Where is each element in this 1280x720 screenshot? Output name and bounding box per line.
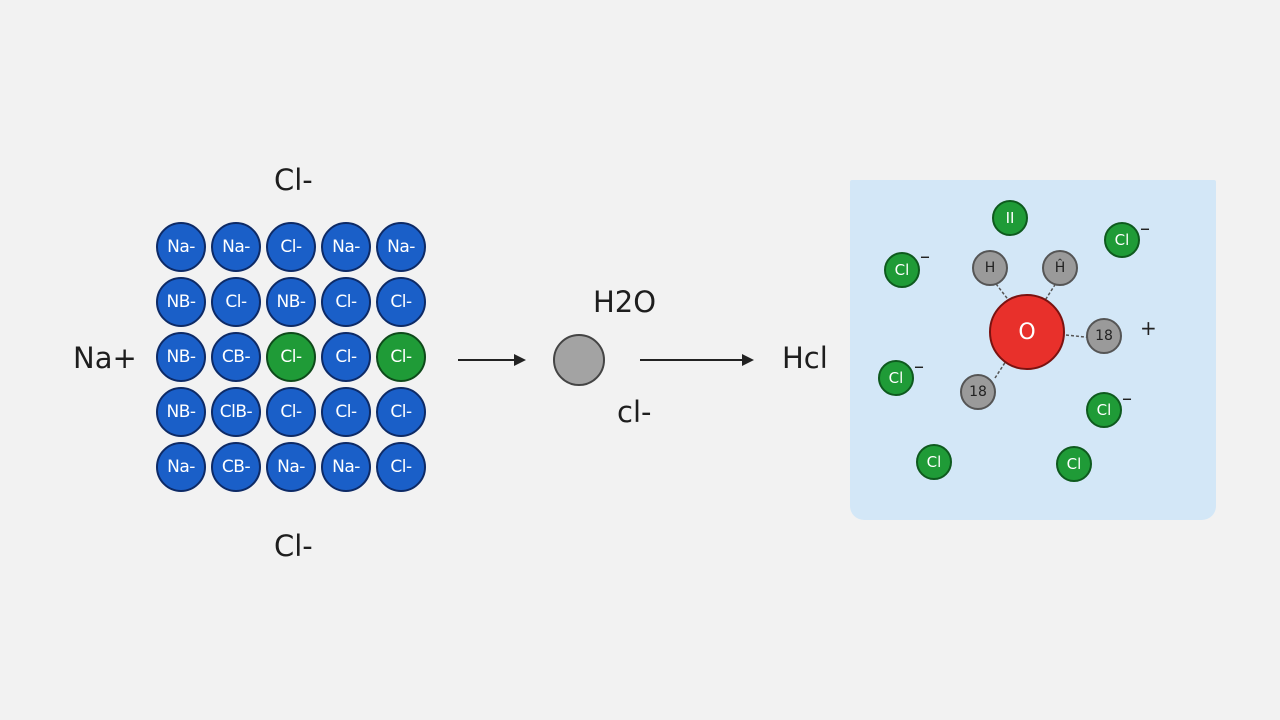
nacl-lattice: Na-Na-Cl-Na-Na-NB-Cl-NB-Cl-Cl-NB-CB-Cl-C… xyxy=(156,222,436,494)
lattice-ion: CB- xyxy=(211,332,261,382)
cl-mid-label: cl- xyxy=(617,395,652,429)
lattice-ion: Cl- xyxy=(321,387,371,437)
lattice-ion: Na- xyxy=(156,222,206,272)
chloride-ion: Cl xyxy=(1104,222,1140,258)
lattice-ion: Na- xyxy=(211,222,261,272)
lattice-ion: Cl- xyxy=(321,332,371,382)
lattice-ion: Cl- xyxy=(376,442,426,492)
hcl-label: Hcl xyxy=(782,341,828,375)
lattice-ion: Cl- xyxy=(266,332,316,382)
lattice-ion: CB- xyxy=(211,442,261,492)
ion-charge: – xyxy=(1140,216,1150,240)
oxygen-atom: O xyxy=(989,294,1065,370)
lattice-ion: Cl- xyxy=(211,277,261,327)
lattice-ion: NB- xyxy=(156,332,206,382)
arrow-right-icon xyxy=(640,354,754,366)
lattice-ion: Na- xyxy=(321,442,371,492)
lattice-ion: NB- xyxy=(156,387,206,437)
lattice-ion: Cl- xyxy=(376,387,426,437)
h2o-label: H2O xyxy=(593,285,657,319)
cl-top-label: Cl- xyxy=(274,163,313,197)
lattice-ion: Na- xyxy=(266,442,316,492)
water-molecule xyxy=(553,334,605,386)
lattice-ion: Cl- xyxy=(376,277,426,327)
hydrogen-atom: 18 xyxy=(960,374,996,410)
na-left-label: Na+ xyxy=(73,341,137,375)
chloride-ion: Cl xyxy=(878,360,914,396)
ion-charge: – xyxy=(1122,386,1132,410)
lattice-ion: Cl- xyxy=(376,332,426,382)
chloride-ion: Cl xyxy=(1056,446,1092,482)
hydrogen-atom: 18 xyxy=(1086,318,1122,354)
hydrogen-atom: H xyxy=(972,250,1008,286)
hydrogen-atom: Ĥ xyxy=(1042,250,1078,286)
lattice-ion: ClB- xyxy=(211,387,261,437)
chloride-ion: II xyxy=(992,200,1028,236)
chloride-ion: Cl xyxy=(916,444,952,480)
ion-charge: + xyxy=(1140,316,1157,340)
lattice-ion: Cl- xyxy=(321,277,371,327)
lattice-ion: Na- xyxy=(376,222,426,272)
lattice-ion: Cl- xyxy=(266,387,316,437)
lattice-ion: Na- xyxy=(321,222,371,272)
cl-bottom-label: Cl- xyxy=(274,529,313,563)
lattice-ion: NB- xyxy=(266,277,316,327)
lattice-ion: NB- xyxy=(156,277,206,327)
ion-charge: – xyxy=(920,244,930,268)
chloride-ion: Cl xyxy=(1086,392,1122,428)
lattice-ion: Cl- xyxy=(266,222,316,272)
lattice-ion: Na- xyxy=(156,442,206,492)
ion-charge: – xyxy=(914,354,924,378)
chloride-ion: Cl xyxy=(884,252,920,288)
arrow-right-icon xyxy=(458,354,526,366)
